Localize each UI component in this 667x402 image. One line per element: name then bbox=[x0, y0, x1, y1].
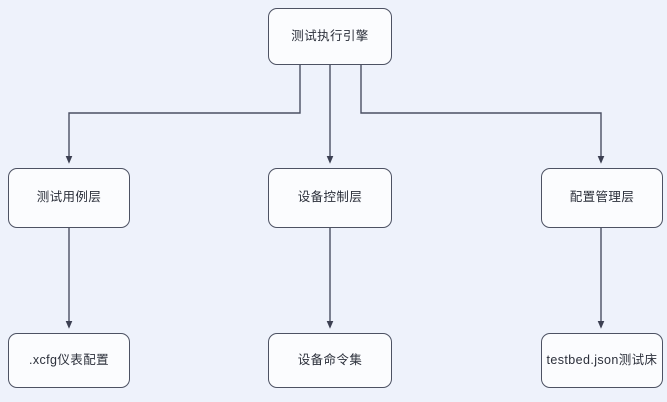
node-config-management-layer[interactable]: 配置管理层 bbox=[541, 168, 663, 228]
node-label: 设备控制层 bbox=[297, 190, 363, 205]
node-label: .xcfg仪表配置 bbox=[29, 352, 109, 367]
node-test-execution-engine[interactable]: 测试执行引擎 bbox=[268, 8, 392, 65]
node-label: 设备命令集 bbox=[297, 352, 363, 367]
edge-engine-to-config-management-layer bbox=[360, 65, 605, 164]
node-label: 测试执行引擎 bbox=[291, 28, 369, 43]
node-label: 测试用例层 bbox=[36, 190, 102, 205]
node-testbed-json[interactable]: testbed.json测试床 bbox=[541, 333, 663, 388]
node-test-case-layer[interactable]: 测试用例层 bbox=[8, 168, 130, 228]
node-label: 配置管理层 bbox=[569, 190, 635, 205]
node-device-control-layer[interactable]: 设备控制层 bbox=[268, 168, 392, 228]
edge-engine-to-test-case-layer bbox=[65, 65, 301, 164]
node-device-command-set[interactable]: 设备命令集 bbox=[268, 333, 392, 388]
node-xcfg-instrument-config[interactable]: .xcfg仪表配置 bbox=[8, 333, 130, 388]
node-label: testbed.json测试床 bbox=[546, 352, 658, 367]
